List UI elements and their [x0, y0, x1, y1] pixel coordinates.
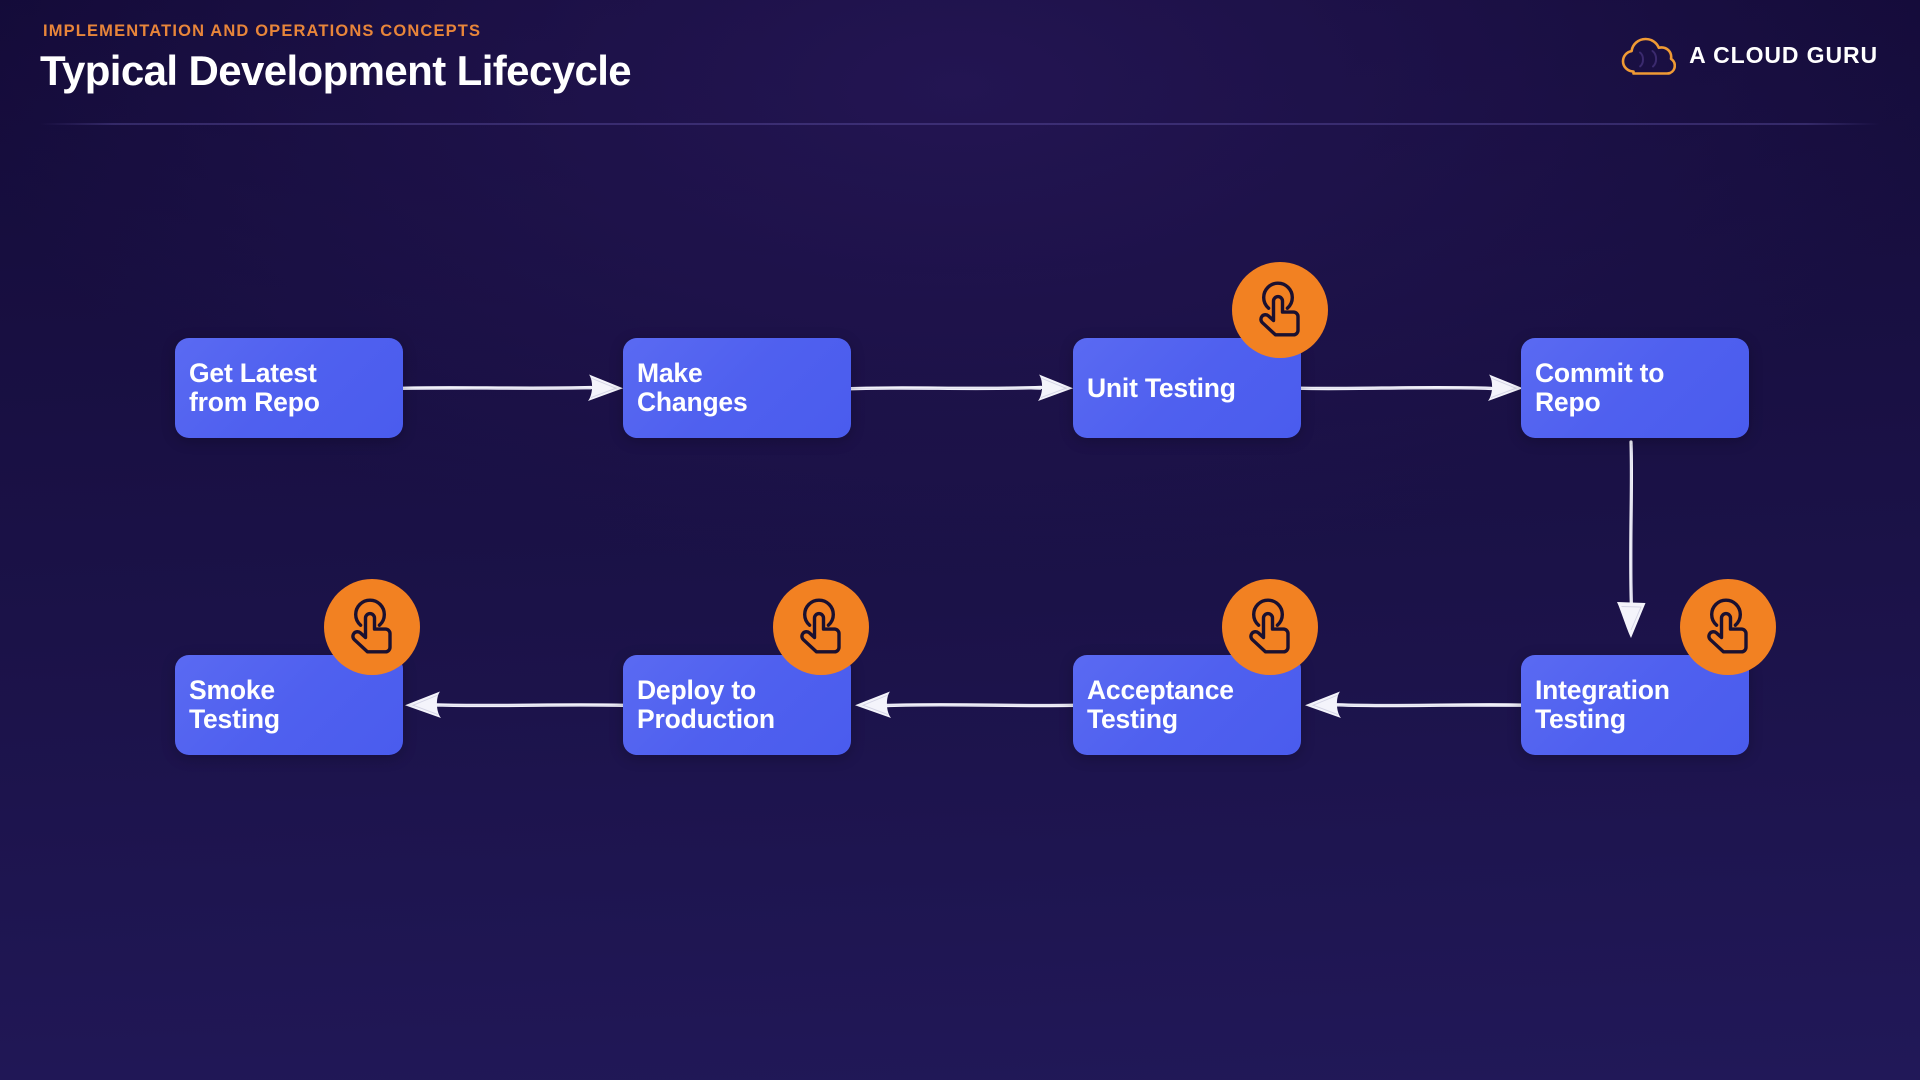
brand-logo: A CLOUD GURU: [1620, 34, 1878, 76]
node-label: Make Changes: [637, 358, 748, 417]
node-label: Acceptance Testing: [1087, 675, 1234, 734]
tap-gesture-icon-smoke-testing: [324, 579, 420, 675]
node-label: Commit to Repo: [1535, 358, 1665, 417]
node-label: Smoke Testing: [189, 675, 280, 734]
tap-gesture-icon-acceptance-testing: [1222, 579, 1318, 675]
edge-make-changes-to-unit-testing: [845, 374, 1073, 401]
node-make-changes[interactable]: Make Changes: [623, 338, 851, 438]
header-divider: [40, 123, 1880, 125]
edge-commit-repo-to-integration: [1617, 440, 1646, 638]
edge-deploy-prod-to-smoke: [405, 691, 635, 718]
node-label: Deploy to Production: [637, 675, 775, 734]
tap-gesture-icon-deploy-to-production: [773, 579, 869, 675]
edge-integration-to-acceptance: [1305, 691, 1535, 718]
brand-name: A CLOUD GURU: [1689, 41, 1878, 68]
edge-unit-testing-to-commit-repo: [1295, 374, 1523, 401]
node-label: Unit Testing: [1087, 372, 1236, 403]
slide-header: IMPLEMENTATION AND OPERATIONS CONCEPTS T…: [0, 0, 1920, 125]
page-title: Typical Development Lifecycle: [40, 47, 632, 94]
edge-acceptance-to-deploy-prod: [855, 691, 1085, 718]
node-commit-repo[interactable]: Commit to Repo: [1521, 338, 1749, 438]
edge-get-latest-to-make-changes: [395, 374, 623, 401]
node-label: Get Latest from Repo: [189, 358, 320, 417]
tap-gesture-icon-integration-testing: [1680, 579, 1776, 675]
section-eyebrow: IMPLEMENTATION AND OPERATIONS CONCEPTS: [43, 22, 482, 40]
node-integration-testing[interactable]: Integration Testing: [1521, 655, 1749, 755]
node-label: Integration Testing: [1535, 675, 1670, 734]
tap-gesture-icon-unit-testing: [1232, 262, 1328, 358]
cloud-icon: [1620, 34, 1677, 76]
node-get-latest[interactable]: Get Latest from Repo: [175, 338, 403, 438]
